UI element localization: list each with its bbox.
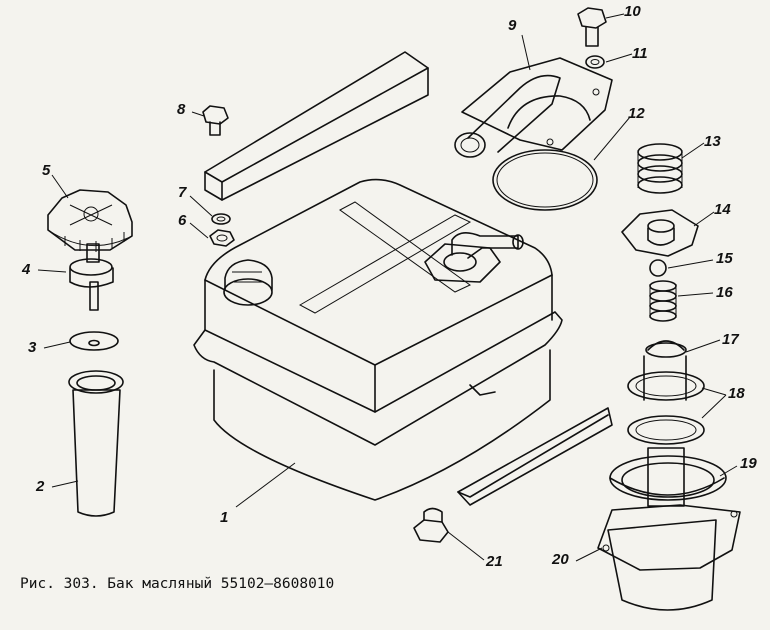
callout-13: 13 — [704, 133, 721, 150]
filter-housing-assembly — [597, 340, 741, 611]
callout-20: 20 — [552, 551, 569, 568]
callout-10: 10 — [624, 3, 641, 20]
oil-tank — [193, 178, 563, 501]
callout-8: 8 — [177, 101, 186, 118]
filler-knob — [47, 189, 133, 252]
callout-14: 14 — [714, 201, 731, 218]
callout-21: 21 — [486, 553, 503, 570]
figure-caption: Рис. 303. Бак масляный 55102—8608010 — [20, 576, 335, 592]
dipstick-stem — [69, 243, 114, 311]
callout-11: 11 — [632, 45, 648, 62]
o-ring-seal — [492, 149, 598, 211]
bolt-small — [202, 105, 229, 136]
callout-15: 15 — [716, 250, 733, 267]
valve-ball — [649, 259, 667, 277]
tank-mounting-bracket-lower — [457, 407, 613, 506]
callout-1: 1 — [220, 509, 229, 526]
small-spring — [649, 280, 677, 322]
callout-4: 4 — [22, 261, 31, 278]
lock-washer — [585, 55, 605, 69]
callout-9: 9 — [508, 17, 517, 34]
callout-2: 2 — [36, 478, 45, 495]
large-spring — [637, 143, 683, 194]
callout-7: 7 — [178, 184, 187, 201]
leader-lines — [37, 13, 738, 562]
nut — [209, 229, 235, 247]
mesh-filter — [68, 370, 124, 517]
callout-16: 16 — [716, 284, 733, 301]
bolt-large — [577, 7, 607, 47]
callout-12: 12 — [628, 105, 645, 122]
tank-outlet-flange — [424, 232, 524, 283]
drain-plug — [413, 507, 449, 543]
spring-washer — [211, 213, 231, 225]
callout-3: 3 — [28, 339, 37, 356]
callout-5: 5 — [42, 162, 51, 179]
callout-17: 17 — [722, 331, 739, 348]
callout-18: 18 — [728, 385, 745, 402]
valve-plate — [621, 209, 699, 257]
tank-filler-cap — [223, 259, 273, 306]
gasket-washer — [69, 331, 119, 351]
tank-mounting-bracket-upper — [204, 51, 429, 201]
callout-6: 6 — [178, 212, 187, 229]
callout-19: 19 — [740, 455, 757, 472]
elbow-cover — [454, 57, 613, 158]
